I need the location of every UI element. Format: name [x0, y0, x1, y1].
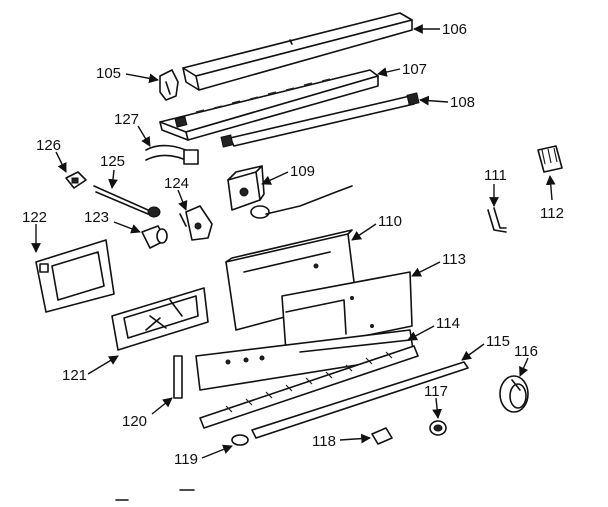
part-127-wire-harness — [145, 144, 199, 165]
part-108-tube — [220, 92, 420, 148]
callout-110: 110 — [378, 213, 402, 230]
leader-109 — [261, 171, 289, 185]
leader-115 — [461, 343, 485, 361]
leader-110 — [351, 223, 377, 241]
leader-118 — [339, 433, 371, 444]
part-121-display-panel — [111, 287, 209, 351]
callout-109: 109 — [290, 163, 315, 180]
part-125-probe — [93, 185, 161, 218]
leader-105 — [125, 73, 159, 84]
part-119-foot — [231, 434, 249, 446]
leader-120 — [151, 397, 173, 415]
leader-126 — [55, 151, 67, 173]
callout-122: 122 — [22, 209, 47, 226]
leader-124 — [177, 189, 188, 211]
callout-123: 123 — [84, 209, 109, 226]
callout-121: 121 — [62, 367, 87, 384]
leader-113 — [411, 261, 441, 277]
callout-119: 119 — [174, 451, 198, 468]
callout-126: 126 — [36, 137, 61, 154]
leader-119 — [201, 444, 233, 459]
part-123-capacitor — [141, 225, 168, 249]
leader-117 — [432, 397, 442, 419]
leader-127 — [137, 125, 151, 147]
part-126-switch — [65, 171, 87, 189]
part-105-end-cap — [159, 69, 179, 101]
part-117-grommet — [429, 420, 447, 436]
leader-108 — [419, 95, 449, 106]
part-107-housing-rail — [159, 69, 379, 141]
callout-127: 127 — [114, 111, 139, 128]
part-106-top-trim — [182, 12, 413, 91]
part-113-front-panel — [281, 271, 413, 353]
part-120-post — [173, 355, 183, 399]
leader-114 — [407, 325, 435, 341]
callout-124: 124 — [164, 175, 189, 192]
part-124-terminal — [179, 205, 213, 241]
leader-123 — [113, 221, 141, 234]
callout-116: 116 — [514, 343, 538, 360]
part-118-cap — [371, 427, 393, 445]
part-115-rod — [251, 361, 469, 439]
part-112-connector — [537, 145, 563, 173]
leader-107 — [377, 67, 401, 77]
callout-114: 114 — [436, 315, 460, 332]
part-116-knob — [499, 375, 529, 413]
callout-leaders — [31, 24, 556, 459]
part-114b-grille-base — [199, 345, 419, 429]
leader-116 — [519, 357, 529, 377]
part-109-relay — [227, 165, 353, 219]
callout-107: 107 — [402, 61, 427, 78]
leader-112 — [545, 175, 556, 201]
callout-105: 105 — [96, 65, 121, 82]
leader-121 — [87, 355, 119, 375]
part-111-clip — [487, 207, 507, 233]
callout-118: 118 — [312, 433, 336, 450]
scan-marks — [115, 489, 195, 501]
callout-117: 117 — [424, 383, 448, 400]
callout-113: 113 — [442, 251, 466, 268]
callout-111: 111 — [484, 167, 507, 184]
part-122-bracket — [35, 239, 115, 313]
callout-120: 120 — [122, 413, 147, 430]
callout-108: 108 — [450, 94, 475, 111]
callout-labels: 106 105 107 108 127 126 125 109 124 111 … — [22, 21, 564, 468]
callout-106: 106 — [442, 21, 467, 38]
leader-125 — [108, 169, 118, 189]
callout-112: 112 — [540, 205, 564, 222]
callout-125: 125 — [100, 153, 125, 170]
callout-115: 115 — [486, 333, 510, 350]
